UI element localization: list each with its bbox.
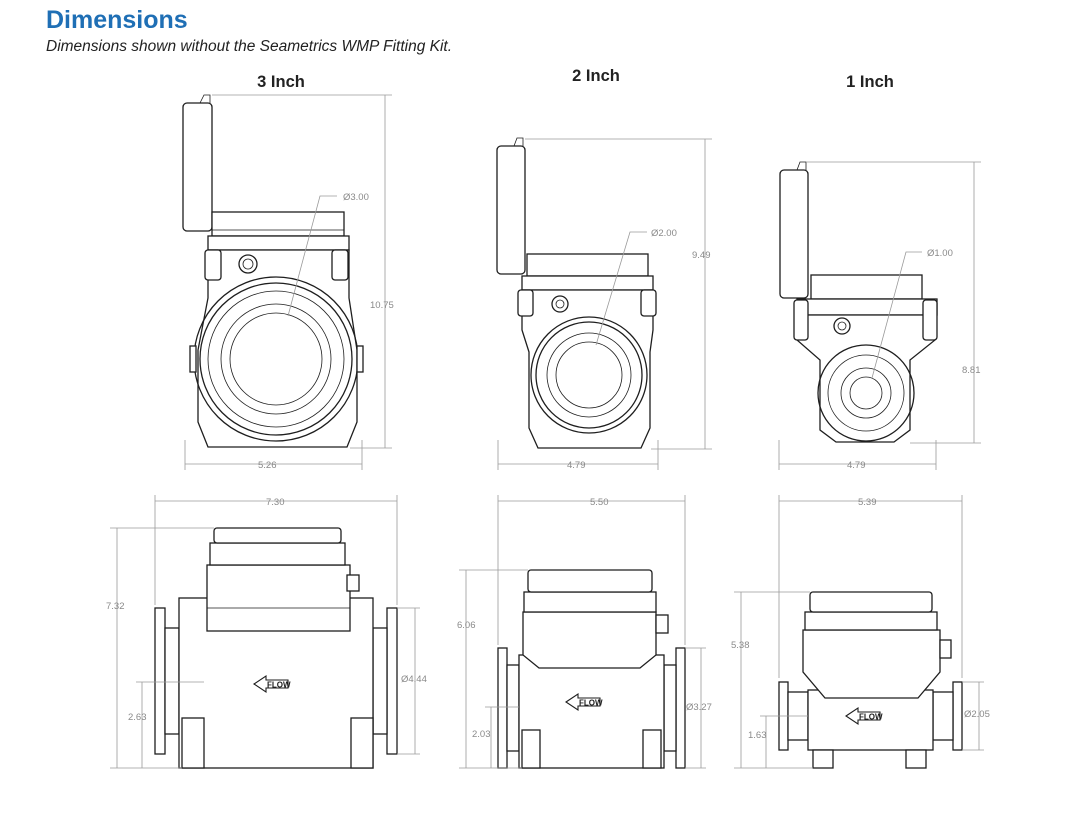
dim-3in-side-length: 7.30 [266, 497, 285, 508]
dim-2in-centerline: 2.03 [472, 729, 491, 740]
side-view-3-inch [154, 527, 398, 769]
dim-3in-flange-dia: Ø4.44 [401, 674, 427, 685]
dim-3in-bore-dia: Ø3.00 [343, 192, 369, 203]
front-view-3-inch [182, 94, 364, 448]
flow-label-1-inch: FLOW [859, 713, 883, 722]
dimension-lines [110, 94, 984, 769]
page-title: Dimensions [46, 6, 188, 34]
dim-1in-front-width: 4.79 [847, 460, 866, 471]
size-label-3-inch: 3 Inch [257, 73, 305, 91]
front-view-2-inch [496, 137, 657, 449]
front-view-1-inch [779, 161, 938, 443]
flow-arrow-2-inch: FLOW [565, 693, 603, 711]
dim-3in-front-height: 10.75 [370, 300, 394, 311]
dim-1in-front-height: 8.81 [962, 365, 981, 376]
dim-2in-front-width: 4.79 [567, 460, 586, 471]
dimension-values: Ø3.00 10.75 5.26 Ø2.00 9.49 4.79 Ø1.00 8… [106, 192, 990, 741]
dim-2in-side-height: 6.06 [457, 620, 476, 631]
dim-1in-bore-dia: Ø1.00 [927, 248, 953, 259]
dim-1in-side-height: 5.38 [731, 640, 750, 651]
flow-label-2-inch: FLOW [579, 699, 603, 708]
dim-1in-flange-dia: Ø2.05 [964, 709, 990, 720]
dim-2in-side-length: 5.50 [590, 497, 609, 508]
dim-2in-front-height: 9.49 [692, 250, 711, 261]
dim-3in-front-width: 5.26 [258, 460, 277, 471]
page-subtitle: Dimensions shown without the Seametrics … [46, 38, 453, 55]
size-label-1-inch: 1 Inch [846, 73, 894, 91]
side-view-1-inch [778, 591, 963, 769]
dim-3in-side-height: 7.32 [106, 601, 125, 612]
flow-arrow-3-inch: FLOW [253, 675, 291, 693]
dim-2in-bore-dia: Ø2.00 [651, 228, 677, 239]
flow-arrow-1-inch: FLOW [845, 707, 883, 725]
flow-label-3-inch: FLOW [267, 681, 291, 690]
dim-2in-flange-dia: Ø3.27 [686, 702, 712, 713]
side-view-2-inch [497, 569, 686, 769]
dim-1in-centerline: 1.63 [748, 730, 767, 741]
dim-1in-side-length: 5.39 [858, 497, 877, 508]
dim-3in-centerline: 2.63 [128, 712, 147, 723]
size-label-2-inch: 2 Inch [572, 67, 620, 85]
